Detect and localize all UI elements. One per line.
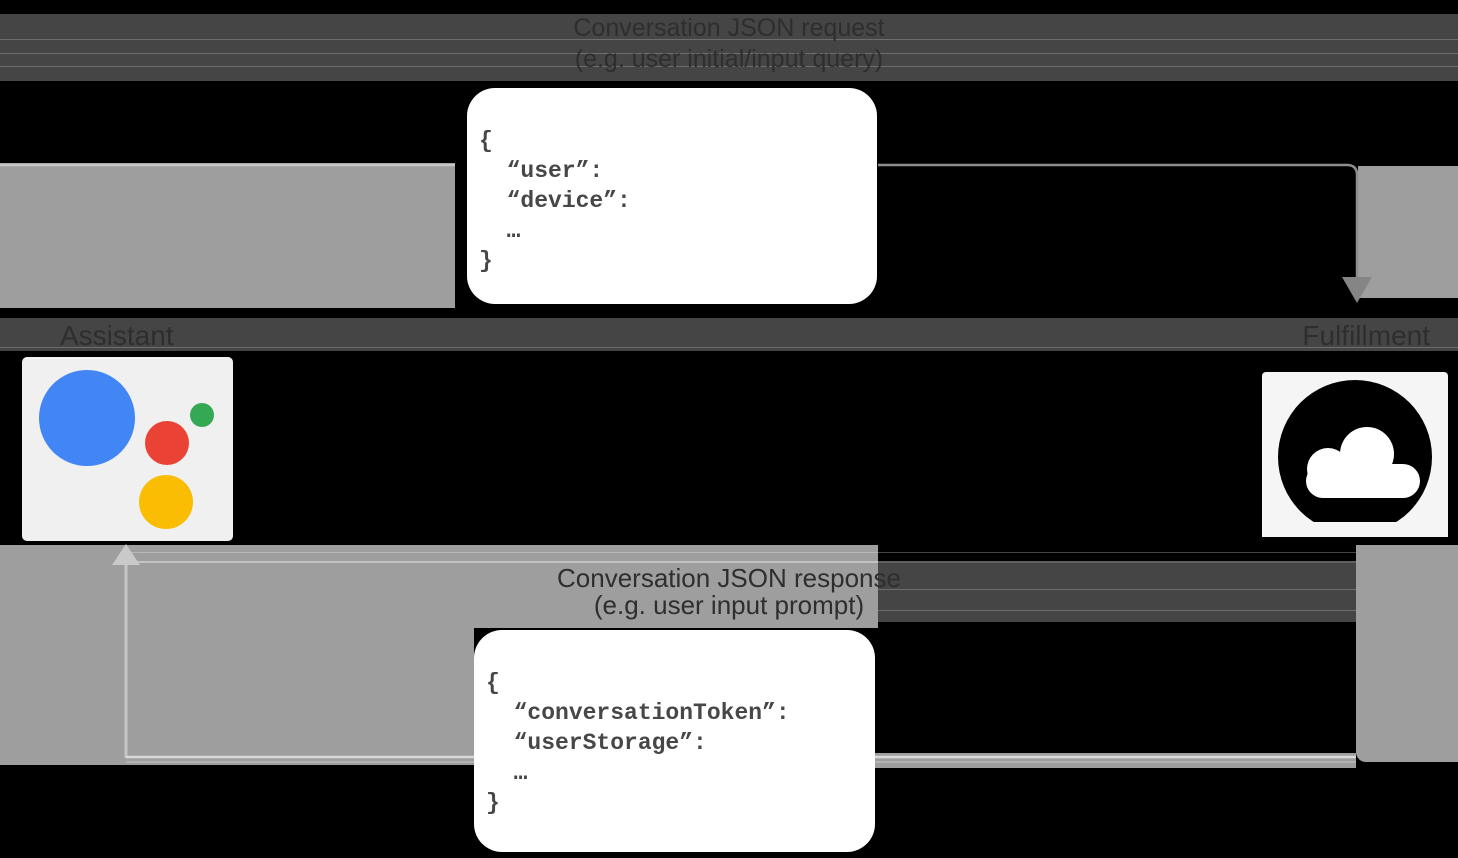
- response-flow-label: Conversation JSON response (e.g. user in…: [0, 565, 1458, 619]
- assistant-red-circle: [145, 421, 189, 465]
- response-arrow-shaft-right: [1356, 545, 1458, 762]
- node-label-band: [0, 318, 1458, 351]
- request-flow-title: Conversation JSON request: [573, 14, 885, 42]
- assistant-blue-circle: [39, 370, 135, 466]
- request-json-card: { “user”: “device”: … }: [467, 88, 877, 304]
- assistant-tile: [22, 357, 233, 541]
- response-arrow-shaft-bottom: [875, 753, 1356, 768]
- request-arrow-line: [878, 163, 1359, 278]
- response-json-card: { “conversationToken”: “userStorage”: … …: [474, 630, 875, 852]
- band-highlight-line: [0, 347, 1458, 348]
- assistant-green-circle: [190, 403, 214, 427]
- band-highlight-line: [0, 39, 1458, 40]
- response-flow-subtitle: (e.g. user input prompt): [593, 590, 865, 620]
- request-label-band: [0, 14, 1458, 81]
- cloud-circle-flat-cut: [1262, 522, 1448, 537]
- request-json-code: { “user”: “device”: … }: [479, 128, 631, 274]
- google-assistant-logo-icon: [39, 370, 214, 529]
- cloud-icon: [1262, 380, 1448, 537]
- request-arrow-shaft-right: [1358, 166, 1458, 298]
- band-highlight-line: [0, 66, 1458, 67]
- cloud-body: [1306, 464, 1420, 498]
- request-flow-label: Conversation JSON request (e.g. user ini…: [0, 13, 1458, 75]
- response-arrow-shaft-top: [0, 545, 878, 628]
- response-flow-title: Conversation JSON response: [557, 563, 901, 593]
- response-arrow-shaft-left: [0, 628, 474, 765]
- assistant-node-label: Assistant: [60, 320, 174, 351]
- assistant-yellow-circle: [139, 475, 193, 529]
- band-highlight-line: [0, 53, 1458, 54]
- request-flow-subtitle: (e.g. user initial/input query): [574, 45, 884, 73]
- fulfillment-tile: [1262, 372, 1448, 537]
- arrow-edge-line: [126, 561, 1356, 563]
- arrow-edge-line: [126, 552, 1356, 553]
- request-arrow-shaft-left: [0, 163, 455, 308]
- response-json-code: { “conversationToken”: “userStorage”: … …: [486, 670, 790, 816]
- fulfillment-node-label: Fulfillment: [1302, 320, 1430, 351]
